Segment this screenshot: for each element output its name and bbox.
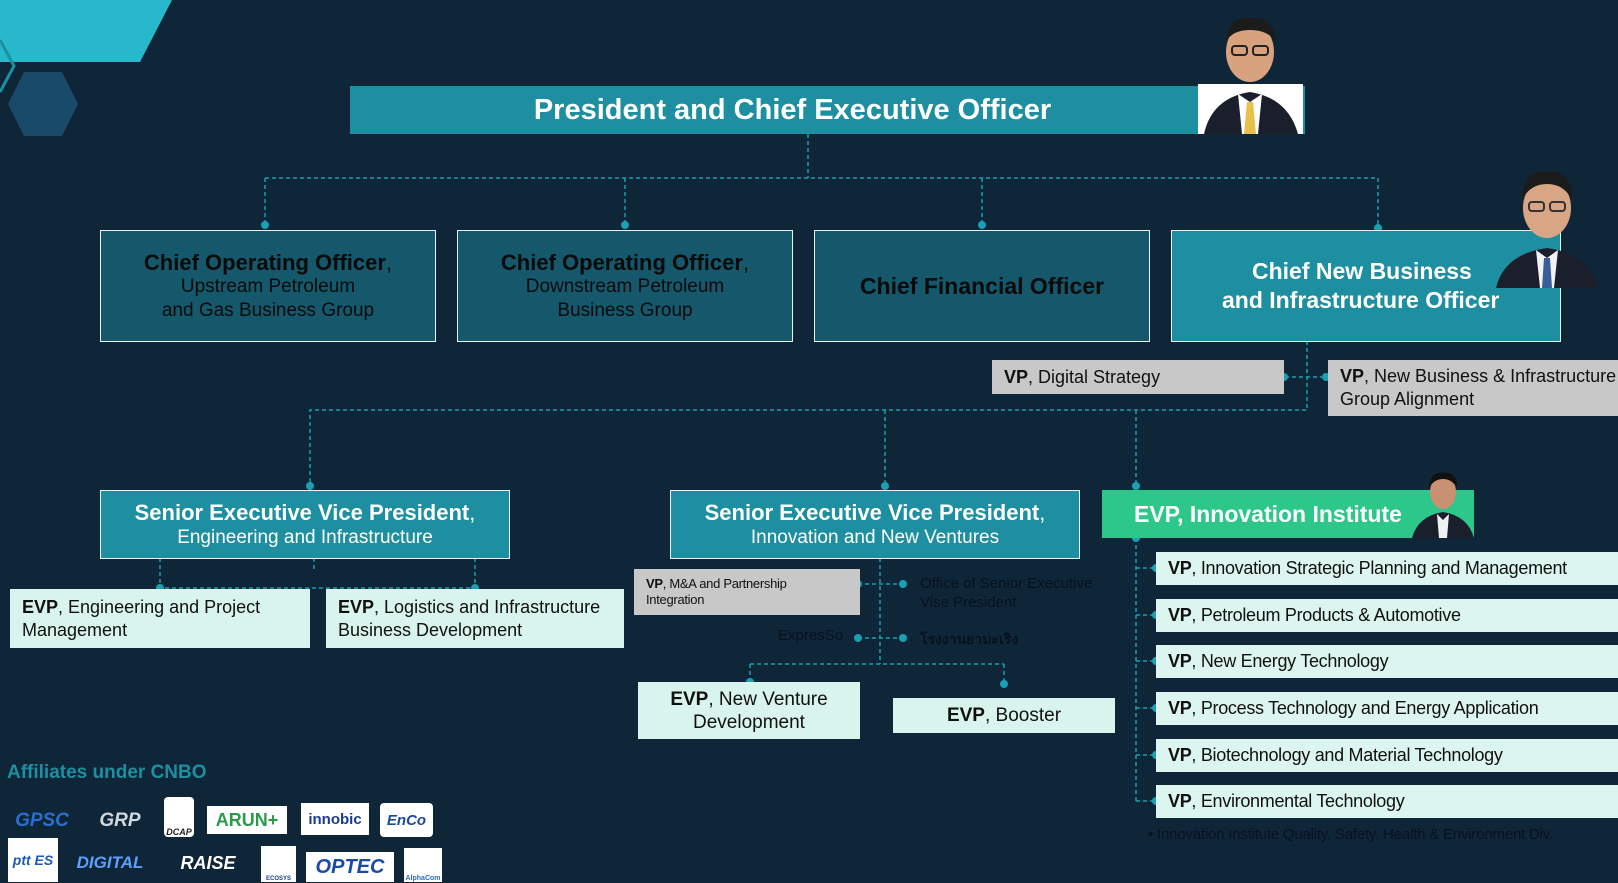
- sevp-engineering-title: Senior Executive Vice President: [134, 499, 470, 525]
- logo-raise: RAISE: [180, 852, 236, 873]
- logo-ecosys: ECOSYS: [261, 846, 296, 882]
- vp-label: VP: [1168, 698, 1192, 718]
- ceo-box: President and Chief Executive Officer: [350, 86, 1305, 134]
- innovation-footnote: • Innovation Institute Quality, Safety, …: [1148, 826, 1553, 843]
- logo-arun: ARUN+: [207, 806, 287, 834]
- coo-upstream-comma: ,: [385, 249, 393, 275]
- vp-text: , Innovation Strategic Planning and Mana…: [1191, 558, 1567, 578]
- coo-upstream-box: Chief Operating Officer, Upstream Petrol…: [100, 230, 436, 342]
- coo-upstream-sub2: and Gas Business Group: [161, 299, 375, 321]
- evp-nvd-text: , New Venture: [708, 688, 828, 710]
- cfo-title: Chief Financial Officer: [859, 272, 1105, 299]
- vp-text: , New Energy Technology: [1191, 651, 1389, 671]
- thai-label: โรงงานยามะเริง: [920, 631, 1019, 647]
- vp-petroleum-products: VP, Petroleum Products & Automotive: [1156, 599, 1618, 632]
- vp-ma-partnership: VP, M&A and Partnership Integration: [634, 569, 860, 615]
- coo-upstream-sub1: Upstream Petroleum: [180, 275, 356, 297]
- logo-innobic: innobic: [301, 803, 369, 835]
- sevp-innovation-sub: Innovation and New Ventures: [750, 526, 1000, 548]
- vp-nbi-text: , New Business & Infrastructure: [1364, 366, 1617, 386]
- vp-label: VP: [1168, 558, 1192, 578]
- office-sevp-line2: Vise President: [920, 594, 1017, 611]
- vp-ma-text2: Integration: [646, 592, 705, 607]
- vp-nbi-text2: Group Alignment: [1340, 389, 1475, 409]
- evp-label: EVP: [946, 704, 985, 726]
- coo-downstream-title: Chief Operating Officer: [500, 249, 743, 275]
- ceo-photo: [1198, 17, 1303, 134]
- coo-downstream-sub2: Business Group: [557, 299, 693, 321]
- sevp-innovation-title: Senior Executive Vice President: [704, 499, 1040, 525]
- affiliates-heading: Affiliates under CNBO: [7, 762, 207, 783]
- coo-upstream-title: Chief Operating Officer: [143, 249, 386, 275]
- vp-environmental-tech: VP, Environmental Technology: [1156, 785, 1618, 818]
- vp-text: , Environmental Technology: [1191, 791, 1405, 811]
- office-sevp-line1: Office of Senior Executive: [920, 575, 1093, 592]
- vp-innovation-strategic: VP, Innovation Strategic Planning and Ma…: [1156, 552, 1618, 585]
- evp-label: EVP: [22, 596, 59, 617]
- vp-digital-strategy: VP, Digital Strategy: [992, 360, 1284, 394]
- sevp-engineering-box: Senior Executive Vice President, Enginee…: [100, 490, 510, 559]
- logo-dcap: DCAP: [164, 797, 194, 837]
- vp-text: , Biotechnology and Material Technology: [1191, 745, 1503, 765]
- vp-new-energy-tech: VP, New Energy Technology: [1156, 645, 1618, 678]
- cnbo-line2: and Infrastructure Officer: [1222, 287, 1500, 313]
- vp-label: VP: [1168, 745, 1192, 765]
- vp-label: VP: [1168, 791, 1192, 811]
- ceo-title: President and Chief Executive Officer: [533, 93, 1052, 126]
- sevp-innovation-comma: ,: [1039, 499, 1046, 525]
- vp-text: , Petroleum Products & Automotive: [1191, 605, 1461, 625]
- sevp-engineering-sub: Engineering and Infrastructure: [177, 526, 433, 548]
- vp-process-tech: VP, Process Technology and Energy Applic…: [1156, 692, 1618, 725]
- vp-biotech-material: VP, Biotechnology and Material Technolog…: [1156, 739, 1618, 772]
- logo-enco: EnCo: [380, 803, 433, 837]
- cnbo-line1: Chief New Business: [1252, 258, 1472, 284]
- logo-ptt-es: ptt ES: [8, 838, 58, 882]
- evp-logistics-text: , Logistics and Infrastructure: [374, 596, 601, 617]
- expresso-label: ExpresSo: [778, 627, 844, 644]
- vp-text: , Process Technology and Energy Applicat…: [1191, 698, 1539, 718]
- logo-optec: OPTEC: [306, 852, 394, 882]
- evp-innovation-institute-title: EVP, Innovation Institute: [1134, 500, 1402, 527]
- evp-eng-text: , Engineering and Project: [58, 596, 261, 617]
- vp-label: VP: [1168, 651, 1192, 671]
- vp-ma-text: , M&A and Partnership: [662, 576, 787, 591]
- sevp-engineering-comma: ,: [469, 499, 476, 525]
- coo-downstream-comma: ,: [742, 249, 750, 275]
- evp-label: EVP: [338, 596, 375, 617]
- logo-alphacom: AlphaCom: [404, 848, 442, 882]
- evp-innovation-photo: [1412, 472, 1474, 538]
- cnbo-photo: [1496, 171, 1598, 288]
- evp-logistics-infra-bd: EVP, Logistics and Infrastructure Busine…: [326, 589, 624, 648]
- coo-downstream-sub1: Downstream Petroleum: [525, 275, 725, 297]
- vp-label: VP: [1168, 605, 1192, 625]
- office-sevp-note: Office of Senior Executive Vise Presiden…: [920, 574, 1092, 612]
- cnbo-box: Chief New Business and Infrastructure Of…: [1171, 230, 1561, 342]
- logo-gpsc: GPSC: [15, 810, 69, 831]
- vp-label: VP: [1340, 366, 1365, 386]
- coo-downstream-box: Chief Operating Officer, Downstream Petr…: [457, 230, 793, 342]
- logo-grp: GRP: [99, 810, 141, 831]
- evp-booster: EVP, Booster: [893, 698, 1115, 733]
- evp-logistics-text2: Business Development: [338, 619, 523, 640]
- evp-new-venture-dev: EVP, New Venture Development: [638, 682, 860, 739]
- sevp-innovation-box: Senior Executive Vice President, Innovat…: [670, 490, 1080, 559]
- vp-label: VP: [646, 576, 663, 591]
- evp-nvd-text2: Development: [693, 711, 805, 733]
- evp-label: EVP: [670, 688, 709, 710]
- evp-engineering-project-mgmt: EVP, Engineering and Project Management: [10, 589, 310, 648]
- vp-digital-strategy-text: , Digital Strategy: [1028, 366, 1161, 387]
- decorative-shapes: [0, 0, 172, 136]
- evp-innovation-institute-box: EVP, Innovation Institute: [1102, 490, 1474, 538]
- evp-eng-text2: Management: [22, 619, 128, 640]
- logo-digital: DIGITAL: [76, 853, 144, 872]
- cfo-box: Chief Financial Officer: [814, 230, 1150, 342]
- vp-nbi-group-alignment: VP, New Business & Infrastructure Group …: [1328, 360, 1618, 416]
- evp-booster-text: , Booster: [984, 704, 1062, 726]
- vp-label: VP: [1004, 366, 1029, 387]
